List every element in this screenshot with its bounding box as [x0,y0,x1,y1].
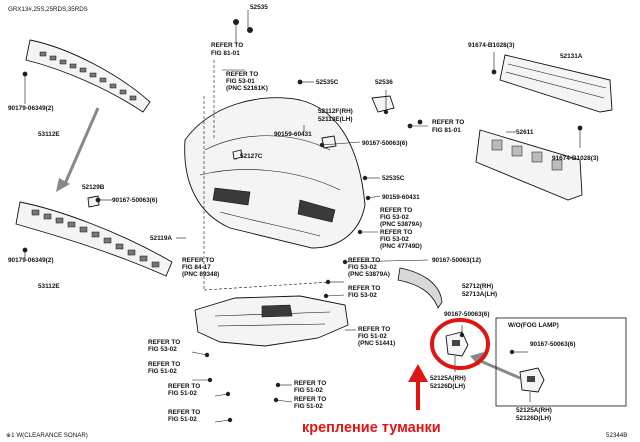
refer-53-02-c-line2: FIG 53-02 [348,264,377,271]
grille-arrow [62,107,100,187]
refer-53-02-b-line3: (PNC 47749D) [380,243,422,250]
label-91674-b: 91674-B1028(3) [552,155,599,162]
fog-lamp-bracket-circled-part [445,331,469,357]
label-53112e-top: 53112E [38,131,60,138]
label-52113e: 52113E(LH) [318,116,352,123]
refer-51-02-a-line3: (PNC 51441) [358,340,395,347]
refer-53-02-a-line3: (PNC 53879A) [380,221,422,228]
refer-51-02-d-line2: FIG 51-02 [168,416,197,423]
label-52129b: 52129B [82,184,105,191]
refer-84-17-line2: FIG 84-17 [182,264,211,271]
label-90167-b: 90167-50063(6) [112,197,157,204]
label-90167-d: 90167-50063(6) [444,311,489,318]
refer-53-02-c-line3: (PNC 53879A) [348,271,390,278]
refer-51-02-a-line2: FIG 51-02 [358,333,387,340]
wo-arrow [477,358,521,380]
refer-51-02-a-line1: REFER TO [358,326,390,333]
label-52535c-top: 52535C [316,79,339,86]
red-annotation-arrow-head [408,364,428,382]
label-52535: 52535 [250,4,268,11]
fog-lamp-mount-annotation: крепление туманки [302,420,441,436]
label-90167-e: 90167-50063(6) [530,341,575,348]
refer-51-02-b-line2: FIG 51-02 [148,368,177,375]
refer-81-01-b-line2: FIG 81-01 [432,127,461,134]
label-52126d-wo: 52126D(LH) [516,415,551,422]
refer-53-01-line2: FIG 53-01 [226,78,255,85]
label-52712: 52712(RH) [462,283,493,290]
refer-53-02-b-line2: FIG 53-02 [380,236,409,243]
refer-51-02-c-line2: FIG 51-02 [168,390,197,397]
refer-53-01-line1: REFER TO [226,71,258,78]
fog-lamp-bracket-wo-part [519,367,545,393]
energy-absorber-part [475,129,583,201]
engine-under-cover-part [194,295,349,347]
refer-81-01-b-line1: REFER TO [432,119,464,126]
refer-51-02-f-line1: REFER TO [294,396,326,403]
upper-grille-part [25,39,151,113]
refer-53-02-d-line2: FIG 53-02 [348,292,377,299]
refer-53-02-b-line1: REFER TO [380,229,412,236]
model-note: GRX13#,25S,25RDS,35RDS [8,6,88,13]
label-52119a: 52119A [150,235,172,242]
wo-fog-lamp-box [495,317,627,407]
label-52713a: 52713A(LH) [462,291,497,298]
bumper-reinforcement-part [499,54,613,113]
bumper-cover-part [184,97,366,249]
refer-53-02-c-line1: REFER TO [348,257,380,264]
refer-51-02-e-line1: REFER TO [294,380,326,387]
refer-51-02-b-line1: REFER TO [148,361,180,368]
refer-84-17-line3: (PNC 89348) [182,271,219,278]
side-retainer-part [397,267,443,309]
leader-lines [24,10,581,423]
refer-53-02-a-line2: FIG 53-02 [380,214,409,221]
footer-note: ※1 W(CLEARANCE SONAR) [6,432,88,439]
label-91674-a: 91674-B1028(3) [468,42,515,49]
label-52535c-mid: 52535C [382,175,405,182]
label-90167-a: 90167-50063(6) [362,140,407,147]
label-52125a-wo: 52125A(RH) [516,407,552,414]
refer-53-02-e-line1: REFER TO [148,339,180,346]
label-90179-a: 90179-06349(2) [8,105,53,112]
refer-51-02-c-line1: REFER TO [168,383,200,390]
wo-fog-lamp-label: W/O(FOG LAMP) [508,322,559,329]
wo-arrow-head [470,352,484,366]
label-52126d-circled: 52126D(LH) [430,383,465,390]
label-90179-b: 90179-06349(2) [8,257,53,264]
label-52536: 52536 [375,79,393,86]
label-90159-a: 90159-60431 [274,131,312,138]
label-52131a: 52131A [560,53,583,60]
bracket-52536-part [371,95,395,113]
label-53112e-bot: 53112E [38,283,60,290]
refer-51-02-e-line2: FIG 51-02 [294,387,323,394]
refer-81-01-a-line2: FIG 81-01 [211,50,240,57]
label-52127c: 52127C [240,153,263,160]
lower-grille-part [15,201,173,277]
label-52112f: 52112F(RH) [318,108,353,115]
refer-81-01-a-line1: REFER TO [211,42,243,49]
refer-51-02-f-line2: FIG 51-02 [294,403,323,410]
label-90159-b: 90159-60431 [382,194,420,201]
label-52611: 52611 [516,129,534,136]
refer-84-17-line1: REFER TO [182,257,214,264]
label-52125a-circled: 52125A(RH) [430,375,466,382]
grille-arrow-head [56,178,70,192]
refer-53-02-d-line1: REFER TO [348,285,380,292]
refer-53-02-e-line2: FIG 53-02 [148,346,177,353]
label-90167-c: 90167-50063(12) [432,257,481,264]
refer-51-02-d-line1: REFER TO [168,409,200,416]
bracket-52112f-part [321,135,337,149]
refer-53-02-a-line1: REFER TO [380,207,412,214]
clip-52127c-part [232,149,243,160]
refer-53-01-line3: (PNC 52161K) [226,85,268,92]
red-highlight-circle [430,318,490,370]
diagram-id: 52344B [606,432,627,439]
